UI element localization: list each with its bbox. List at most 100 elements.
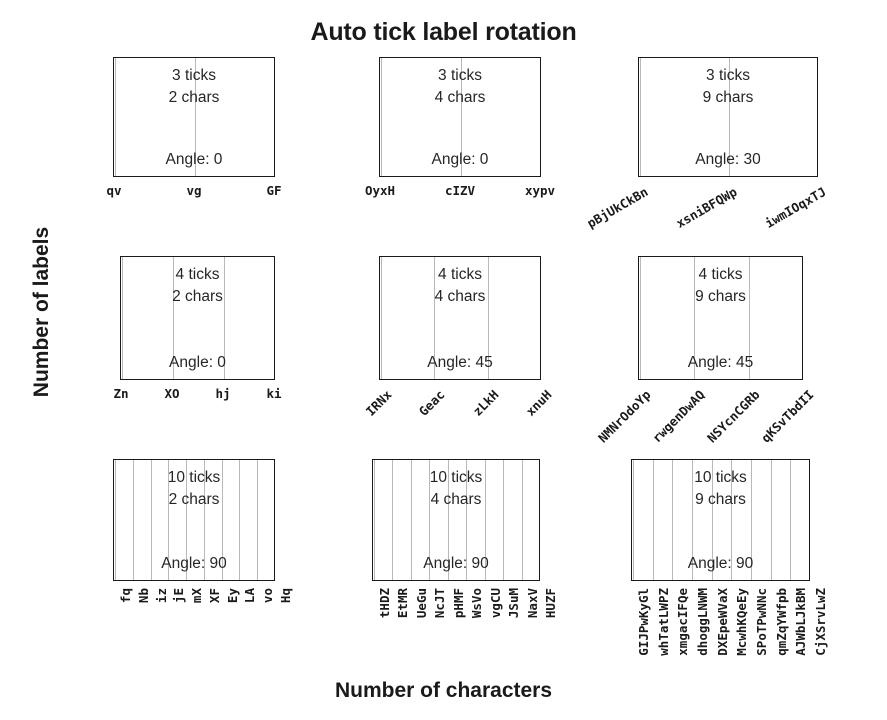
gridline bbox=[731, 460, 733, 580]
gridline bbox=[640, 257, 641, 379]
gridline bbox=[381, 257, 382, 379]
tick-label: McwhKQeEy bbox=[734, 588, 750, 656]
tick-label: NMNrOdoYp bbox=[595, 387, 654, 446]
tick-label: DXEpeWVaX bbox=[714, 588, 730, 656]
gridline bbox=[132, 460, 134, 580]
tick-label: JSuM bbox=[506, 588, 522, 619]
gridline bbox=[466, 460, 468, 580]
x-axis-label: Number of characters bbox=[334, 679, 553, 702]
gridline bbox=[429, 460, 431, 580]
gridlines bbox=[373, 460, 539, 580]
tick-label: GF bbox=[266, 183, 282, 198]
tick-label: NSYcnCGRb bbox=[703, 387, 763, 446]
tick-label: OyxH bbox=[364, 183, 396, 198]
gridline bbox=[790, 460, 792, 580]
gridline bbox=[652, 460, 654, 580]
tick-label: cIZV bbox=[444, 183, 476, 198]
gridline bbox=[729, 58, 730, 176]
gridline bbox=[461, 58, 462, 176]
gridline bbox=[484, 460, 486, 580]
gridline bbox=[239, 460, 241, 580]
gridlines bbox=[114, 58, 274, 176]
tick-label: vg bbox=[186, 183, 202, 198]
tick-label: xsniBFQWp bbox=[673, 184, 740, 231]
gridline bbox=[122, 257, 123, 379]
gridline bbox=[692, 460, 693, 580]
tick-label: WsVo bbox=[469, 588, 485, 619]
gridline bbox=[751, 460, 752, 580]
gridlines bbox=[121, 257, 274, 379]
gridline bbox=[447, 460, 449, 580]
y-axis-label: Number of labels bbox=[30, 226, 53, 398]
tick-label: vo bbox=[260, 588, 276, 604]
gridline bbox=[672, 460, 674, 580]
tick-label: dhoggLNWM bbox=[695, 588, 710, 656]
tick-label: mX bbox=[189, 588, 205, 604]
gridline bbox=[640, 58, 641, 176]
gridlines bbox=[380, 257, 540, 379]
gridline bbox=[257, 460, 259, 580]
tick-label: xmgacIFQe bbox=[675, 588, 691, 656]
tick-label: iwmIOqxTJ bbox=[762, 184, 829, 231]
gridline bbox=[115, 58, 116, 176]
tick-label: IRNx bbox=[362, 387, 395, 419]
tick-label: GIJPwKyGl bbox=[636, 588, 651, 656]
tick-label: whTatLWPZ bbox=[655, 588, 671, 656]
gridline bbox=[694, 257, 696, 379]
gridline bbox=[115, 460, 116, 580]
tick-label: zLkH bbox=[469, 387, 502, 419]
gridlines bbox=[632, 460, 809, 580]
tick-label: LA bbox=[242, 588, 258, 604]
gridline bbox=[711, 460, 713, 580]
gridline bbox=[381, 58, 382, 176]
gridlines bbox=[114, 460, 274, 580]
tick-label: XO bbox=[164, 386, 180, 401]
tick-label: vgCU bbox=[487, 588, 503, 619]
tick-label: NaxV bbox=[524, 588, 540, 619]
tick-label: xypv bbox=[524, 183, 556, 198]
gridline bbox=[434, 257, 436, 379]
tick-label: HUZF bbox=[543, 588, 558, 619]
gridline bbox=[195, 58, 196, 176]
gridline bbox=[770, 460, 772, 580]
tick-label: ki bbox=[266, 386, 282, 401]
tick-label: Hq bbox=[278, 588, 293, 604]
tick-label: fq bbox=[118, 588, 133, 604]
gridline bbox=[168, 460, 170, 580]
tick-label: iz bbox=[153, 588, 169, 604]
gridline bbox=[186, 460, 188, 580]
gridline bbox=[487, 257, 489, 379]
gridline bbox=[224, 257, 225, 379]
figure-title: Auto tick label rotation bbox=[310, 18, 577, 46]
tick-label: UeGu bbox=[413, 588, 429, 619]
gridline bbox=[748, 257, 750, 379]
gridline bbox=[503, 460, 505, 580]
tick-label: Zn bbox=[113, 386, 129, 401]
tick-label: XF bbox=[206, 588, 222, 604]
tick-label: Ey bbox=[224, 588, 240, 604]
tick-label: hj bbox=[215, 386, 231, 401]
gridline bbox=[221, 460, 223, 580]
gridline bbox=[410, 460, 412, 580]
tick-label: xnuH bbox=[522, 387, 555, 419]
tick-label: jE bbox=[171, 588, 187, 604]
tick-label: qmZqYWfpb bbox=[773, 588, 789, 656]
tick-label: tHDZ bbox=[377, 588, 392, 619]
tick-label: Nb bbox=[135, 588, 151, 604]
gridlines bbox=[380, 58, 540, 176]
tick-label: AJWbLJkBM bbox=[793, 588, 809, 656]
tick-label: qv bbox=[106, 183, 122, 198]
tick-label: rwgenDwAQ bbox=[649, 387, 708, 446]
gridline bbox=[374, 460, 375, 580]
tick-label: EtMR bbox=[395, 588, 411, 619]
